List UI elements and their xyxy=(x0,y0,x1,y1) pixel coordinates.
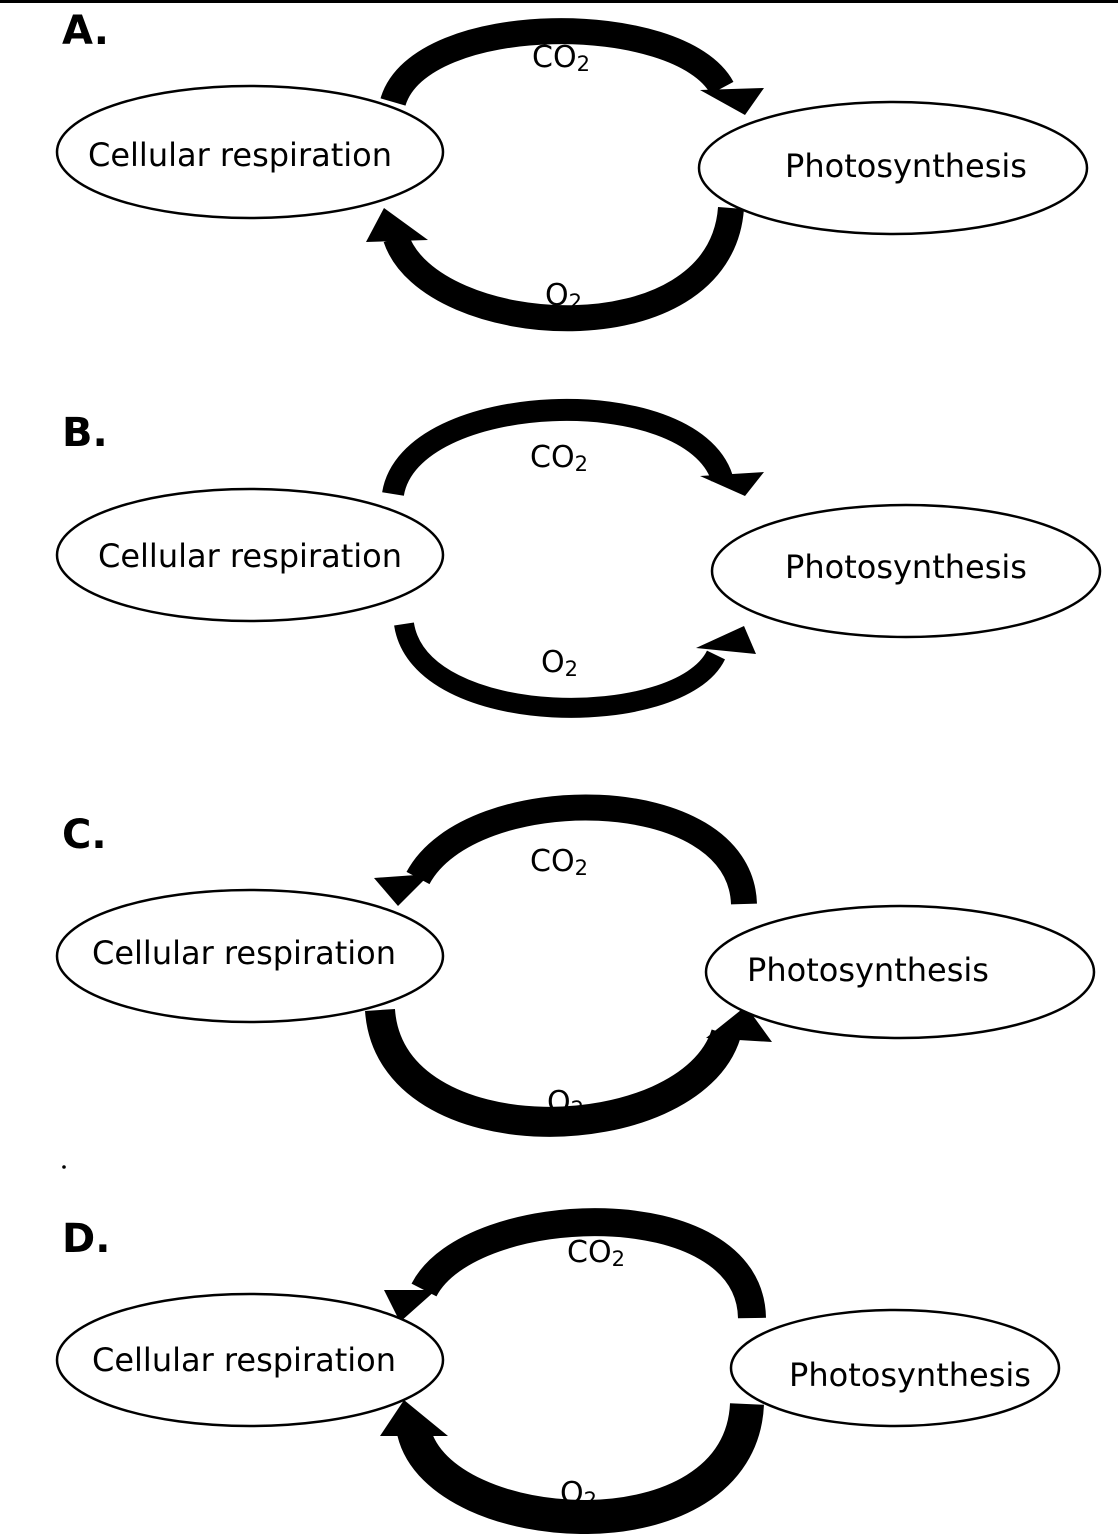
bottom-arrow-head xyxy=(380,1400,448,1436)
photosynthesis-node xyxy=(729,1308,1061,1428)
photosynthesis-label: Photosynthesis xyxy=(747,951,989,989)
photosynthesis-label: Photosynthesis xyxy=(785,147,1027,185)
panel-letter: C. xyxy=(62,812,107,858)
co2-label: CO2 xyxy=(567,1235,625,1271)
cellular-respiration-node xyxy=(55,84,445,220)
panel-d: D. Cellular respiration Photosynthesis C… xyxy=(55,1208,1061,1534)
panel-c: C. Cellular respiration Photosynthesis C… xyxy=(55,794,1096,1169)
cellular-respiration-node xyxy=(55,1292,445,1428)
top-arrow xyxy=(411,1208,766,1320)
top-arrow xyxy=(382,398,733,497)
o2-label: O2 xyxy=(547,1085,584,1121)
bottom-arrow-head xyxy=(706,1006,772,1042)
panel-a: A. Cellular respiration Photosynthesis C… xyxy=(55,8,1089,332)
bottom-arrow-head xyxy=(366,208,428,242)
bottom-arrow xyxy=(394,621,726,718)
o2-label: O2 xyxy=(541,645,578,681)
co2-label: CO2 xyxy=(530,440,588,476)
cellular-respiration-label: Cellular respiration xyxy=(98,537,402,575)
o2-label: O2 xyxy=(545,278,582,314)
top-arrow-head xyxy=(700,472,764,496)
photosynthesis-node xyxy=(710,503,1102,639)
bottom-arrow-head xyxy=(696,626,756,654)
cellular-respiration-node xyxy=(55,487,445,623)
top-arrow xyxy=(380,18,734,107)
panel-letter: A. xyxy=(62,8,109,54)
cellular-respiration-label: Cellular respiration xyxy=(92,1341,396,1379)
cellular-respiration-label: Cellular respiration xyxy=(92,934,396,972)
top-arrow xyxy=(406,794,757,906)
top-arrow-head xyxy=(374,874,430,906)
bottom-arrow xyxy=(365,1008,741,1137)
o2-label: O2 xyxy=(560,1476,597,1512)
panel-b: B. Cellular respiration Photosynthesis C… xyxy=(55,398,1102,718)
co2-label: CO2 xyxy=(532,40,590,76)
photosynthesis-node xyxy=(704,904,1096,1040)
top-arrow-head xyxy=(700,88,764,115)
bottom-arrow xyxy=(397,1402,764,1534)
cellular-respiration-label: Cellular respiration xyxy=(88,136,392,174)
co2-label: CO2 xyxy=(530,844,588,880)
top-rule xyxy=(0,0,1118,3)
panel-letter: D. xyxy=(62,1216,110,1262)
panel-letter: B. xyxy=(62,410,108,456)
stray-dot xyxy=(62,1165,66,1169)
top-arrow-head xyxy=(384,1290,436,1322)
photosynthesis-label: Photosynthesis xyxy=(785,548,1027,586)
photosynthesis-node xyxy=(697,100,1089,236)
cellular-respiration-node xyxy=(55,888,445,1024)
photosynthesis-label: Photosynthesis xyxy=(789,1356,1031,1394)
bottom-arrow xyxy=(383,206,744,332)
